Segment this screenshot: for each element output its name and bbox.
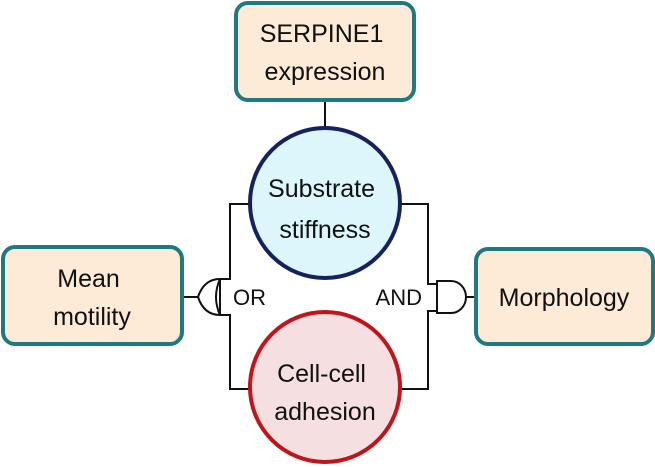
serpine1-expression-box (234, 1, 416, 102)
cell-cell-adhesion-node: Cell-cell adhesion (248, 310, 402, 464)
and-gate (436, 280, 467, 314)
svg-text:Cell-cell adhesion: Cell-cell adhesion (274, 360, 375, 426)
substrate-stiffness-label-line2: stiffness (279, 216, 370, 244)
morphology-box (474, 247, 655, 346)
svg-text:Substrate stiffness: Substrate stiffness (268, 175, 382, 244)
stiffness-to-and-line (398, 203, 437, 285)
substrate-stiffness-label-line1: Substrate (268, 175, 375, 203)
morphology-node: Morphology (474, 247, 655, 346)
serpine1-expression-node: SERPINE1 expression (234, 1, 416, 102)
cell-cell-adhesion-label-line1: Cell-cell (277, 360, 366, 388)
morphology-label: Morphology (499, 284, 630, 312)
or-gate-label: OR (233, 285, 266, 310)
mean-motility-box (1, 245, 184, 346)
substrate-stiffness-node: Substrate stiffness (248, 126, 402, 280)
cell-cell-adhesion-circle (248, 310, 402, 464)
svg-text:SERPINE1 expression: SERPINE1 expression (260, 20, 391, 86)
and-gate-label: AND (376, 285, 422, 310)
serpine1-label-line1: SERPINE1 (260, 20, 384, 48)
substrate-stiffness-circle (248, 126, 402, 280)
mean-motility-label-line2: motility (53, 303, 131, 331)
stiffness-to-or-line (220, 203, 252, 280)
adhesion-to-and-line (398, 310, 437, 390)
adhesion-to-or-line (220, 314, 252, 390)
mean-motility-label-line1: Mean (57, 265, 120, 293)
svg-text:Mean motility: Mean motility (53, 265, 131, 331)
mean-motility-node: Mean motility (1, 245, 184, 346)
serpine1-label-line2: expression (265, 58, 386, 86)
svg-text:Morphology: Morphology (499, 284, 630, 312)
cell-cell-adhesion-label-line2: adhesion (274, 398, 375, 426)
connectors (182, 100, 476, 390)
or-gate (196, 277, 221, 317)
